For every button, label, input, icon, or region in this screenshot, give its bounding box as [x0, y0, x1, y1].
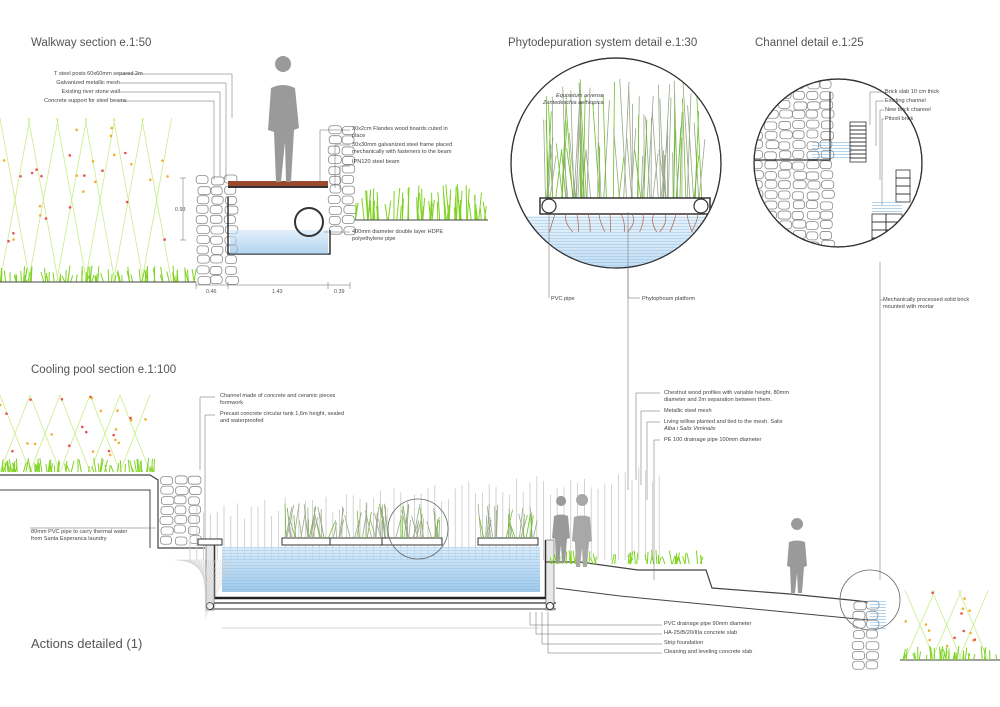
cooling-label-pe100: PE 100 drainage pipe 100mm diameter: [664, 437, 762, 443]
cooling-label-tank-2: and waterproofed: [220, 418, 264, 424]
chestnut-fence: [189, 467, 660, 560]
person-pool-1: [552, 496, 570, 563]
channel-label-slab: Brick slab 10 cm thick: [885, 89, 940, 95]
wood-deck: [228, 181, 328, 186]
channel-label-pitxoli: Pitxoli brick: [885, 116, 914, 122]
person-right: [787, 518, 807, 593]
phyto-reeds: [543, 78, 706, 199]
cooling-label-pvc-1: 80mm PVC pipe to carry thermal water: [31, 529, 128, 535]
cooling-pool-section: [0, 392, 1000, 670]
walkway-label-stone: Existing river stone wall: [61, 89, 120, 95]
phyto-pvc-pipe: PVC pipe: [551, 296, 575, 302]
walkway-dim-center: 1.43: [272, 289, 283, 295]
phyto-species-1: Equisetum arvense: [556, 93, 604, 99]
grass-left: [0, 265, 197, 283]
person-pool-2: [572, 494, 592, 567]
cooling-label-strip: Strip foundation: [664, 640, 704, 646]
walkway-label-mesh: Galvanized metallic mesh: [56, 80, 120, 86]
cooling-label-chestnut-2: diameter and 2m separation between them.: [664, 397, 772, 403]
walkway-label-beam: IPN120 steel beam: [352, 159, 400, 165]
cooling-label-channel-2: formwork: [220, 400, 243, 406]
cooling-label-chestnut-1: Chestnut wood profiles with variable hei…: [664, 390, 789, 396]
title-cooling: Cooling pool section e.1:100: [31, 364, 177, 376]
walkway-dim-right: 0.39: [334, 289, 345, 295]
channel-detail: [753, 78, 923, 580]
walkway-label-boards-1: 20x2cm Flandes wood boards cuted in: [352, 126, 448, 132]
walkway-dim-height: 0.93: [175, 207, 186, 213]
cooling-label-willow-2: Alba i Salix Viminalis: [664, 426, 716, 432]
person-figure: [268, 56, 299, 183]
cooling-label-willow-1: Living willow planted and tied to the me…: [664, 419, 783, 425]
walkway-label-pipe-1: 400mm diameter double layer HDPE: [352, 229, 444, 235]
cooling-label-channel-1: Channel made of concrete and ceramic pie…: [220, 393, 336, 399]
cooling-label-tank-1: Precast concrete circular tank 1,6m heig…: [220, 411, 345, 417]
channel-label-existing: Existing channel: [885, 98, 926, 104]
walkway-label-posts: T steel posts 60x60mm separed 2m: [54, 71, 143, 77]
cooling-label-cleaning: Cleaning and leveling concrete slab: [664, 649, 753, 655]
phyto-species-2: Zantedeschia aethiopica: [543, 100, 604, 106]
walkway-label-frame-2: mechanically with fasteners to the beam: [352, 149, 452, 155]
stone-wall-left: [195, 174, 239, 285]
title-channel: Channel detail e.1:25: [755, 37, 864, 49]
willow-lines-cool: [0, 394, 151, 473]
stone-wall-right: [327, 125, 358, 236]
walkway-label-pipe-2: polyethylene pipe: [352, 236, 396, 242]
cooling-label-slab: HA-25/B/20/IIIa concrete slab: [664, 630, 738, 636]
title-actions: Actions detailed (1): [31, 636, 143, 651]
walkway-label-concrete: Concrete support for steel beams: [44, 98, 127, 104]
title-walkway: Walkway section e.1:50: [31, 37, 152, 49]
walkway-label-frame-1: 30x30mm galvanized steel frame placed: [352, 142, 453, 148]
phyto-platform-label: Phytophoam platform: [642, 296, 696, 302]
title-phyto: Phytodepuration system detail e.1:30: [508, 37, 698, 49]
walkway-label-boards-2: place: [352, 133, 366, 139]
channel-label-new: New brick channel: [885, 107, 931, 113]
channel-label-solid-1: Mechanically processed solid brick: [883, 297, 970, 303]
hdpe-pipe: [294, 207, 324, 237]
cooling-label-drainage: PVC drainage pipe 90mm diameter: [664, 621, 752, 627]
walkway-dim-left: 0.46: [206, 289, 217, 295]
grass-right: [354, 184, 487, 221]
phyto-platform: [539, 197, 711, 215]
willow-lines-left: [0, 117, 173, 283]
channel-label-solid-2: mounted with mortar: [883, 304, 934, 310]
cooling-label-pvc-2: from Santa Esperanca laundry: [31, 536, 107, 542]
cooling-label-steel-mesh: Metallic steel mesh: [664, 408, 712, 414]
walkway-section: [0, 56, 488, 289]
